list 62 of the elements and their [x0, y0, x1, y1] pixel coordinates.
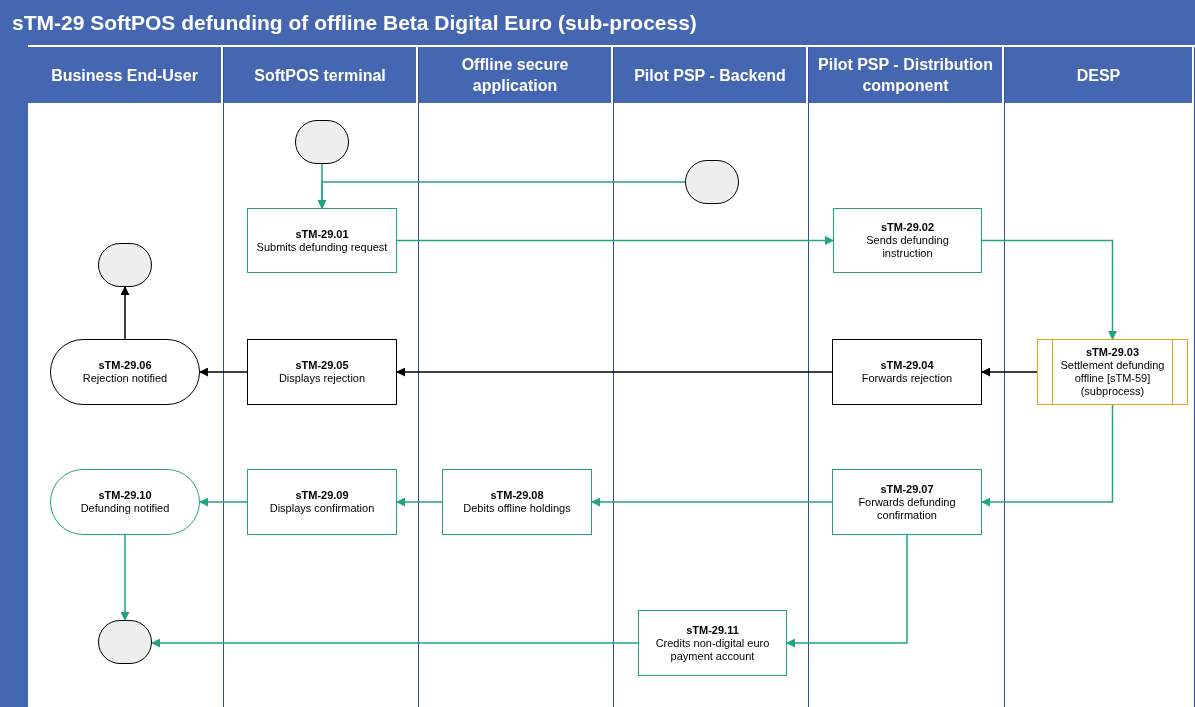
arrow [199, 367, 248, 377]
step-id: sTM-29.08 [490, 489, 544, 502]
step-id: sTM-29.02 [880, 221, 935, 234]
step-label: Displays confirmation [269, 502, 375, 515]
step-id: sTM-29.04 [880, 359, 934, 372]
terminator-shape [98, 620, 152, 664]
arrow [396, 236, 834, 245]
arrow [786, 534, 908, 648]
subprocess-box [1037, 339, 1188, 405]
process-box [833, 208, 982, 273]
arrow [591, 497, 833, 507]
step-label: Credits non-digital euro payment account [654, 636, 771, 663]
lane-header: SoftPOS terminal [224, 47, 416, 103]
step-id: sTM-29.03 [1085, 346, 1140, 359]
arrow [317, 181, 686, 209]
step-id: sTM-29.11 [686, 623, 739, 637]
step-id: sTM-29.07 [880, 482, 934, 496]
process-box [832, 339, 982, 405]
terminator-shape [295, 120, 349, 164]
step-id: sTM-29.01 [295, 227, 349, 241]
swimlane [614, 47, 809, 707]
lane-header: Pilot PSP - Distribution component [809, 47, 1002, 103]
step-id: sTM-29.06 [98, 359, 152, 372]
step-label: Debits offline holdings [463, 502, 571, 515]
step-label: Rejection notified [82, 372, 168, 385]
arrow [981, 239, 1117, 340]
title-bar: sTM-29 SoftPOS defunding of offline Beta Digital Euro (sub-process) [0, 0, 1195, 45]
arrow [120, 534, 130, 621]
process-box [638, 610, 787, 676]
arrow [199, 497, 248, 507]
step-label: Settlement defunding offline [sTM-59] (subprocess) [1059, 359, 1166, 398]
arrow [120, 286, 130, 340]
swimlane [419, 47, 614, 707]
step-id: sTM-29.10 [98, 489, 152, 502]
process-box [442, 469, 592, 535]
terminator-shape [98, 243, 152, 287]
lane-header: Offline secure application [419, 47, 611, 103]
process-box [247, 339, 397, 405]
process-box [247, 208, 397, 273]
lane-header: Business End-User [28, 47, 221, 103]
arrow [396, 367, 833, 377]
terminator-shape [685, 160, 739, 204]
step-id: sTM-29.09 [295, 489, 349, 502]
step-id: sTM-29.05 [295, 359, 349, 372]
swimlane [809, 47, 1005, 707]
step-label: Sends defunding instruction [865, 234, 950, 260]
step-label: Displays rejection [278, 372, 366, 385]
lane-header: DESP [1005, 47, 1192, 103]
swimlane [224, 47, 419, 707]
step-label: Defunding notified [80, 502, 170, 515]
arrow [151, 638, 639, 648]
swimlane [28, 47, 224, 707]
step-label: Forwards rejection [861, 372, 953, 385]
swimlane [1005, 47, 1195, 707]
process-box [247, 469, 397, 535]
arrow [981, 367, 1038, 377]
process-box [832, 469, 982, 535]
arrow [981, 404, 1114, 507]
step-label: Submits defunding request [256, 240, 388, 254]
step-label: Forwards defunding confirmation [857, 495, 957, 522]
arrow [396, 497, 443, 507]
lane-header: Pilot PSP - Backend [614, 47, 806, 103]
